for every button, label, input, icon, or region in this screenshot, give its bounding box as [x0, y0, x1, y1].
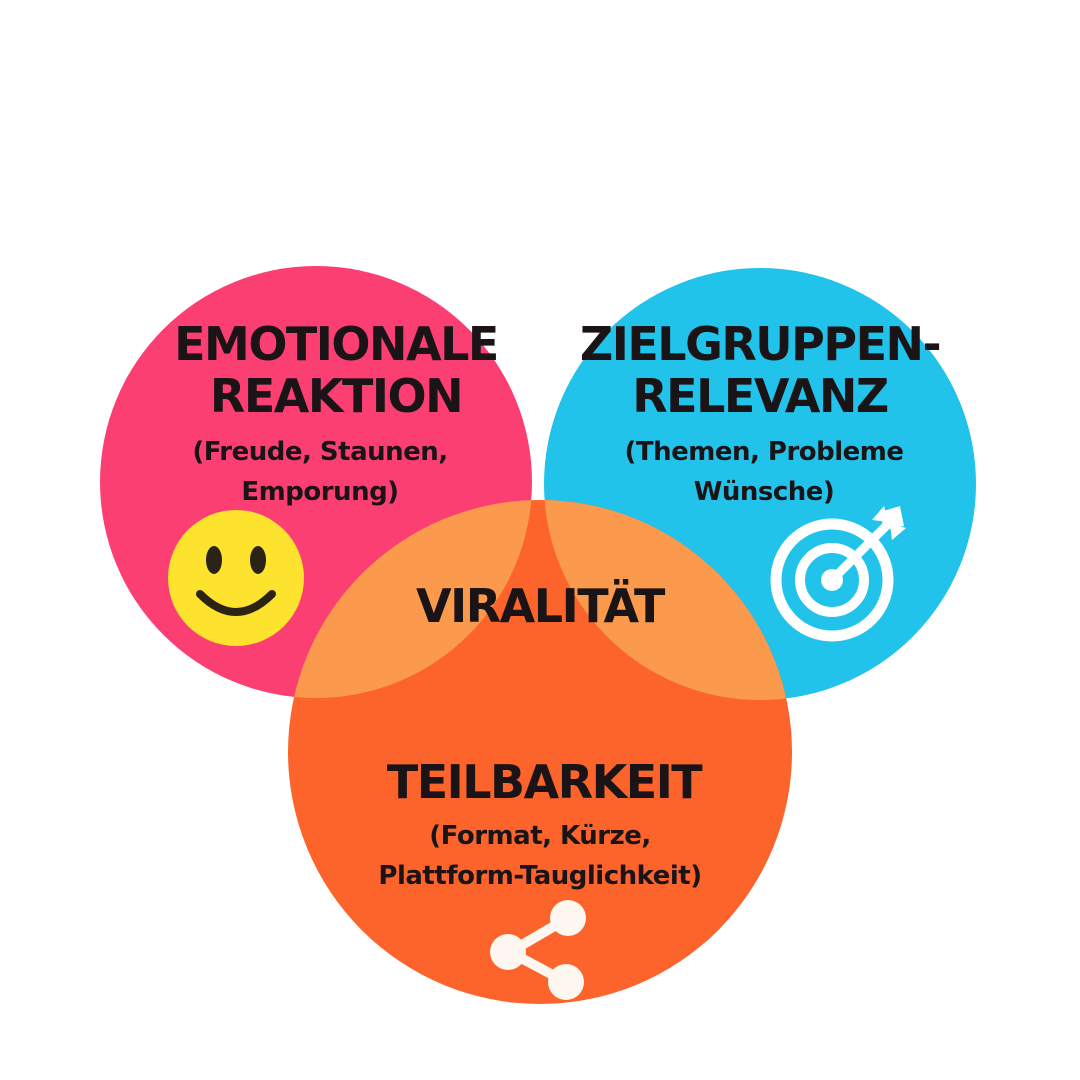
share-sub-line-2: Plattform-Tauglichkeit) — [378, 861, 701, 891]
emotion-sub-line-2: Emporung) — [241, 477, 398, 507]
audience-sub-line-1: (Themen, Probleme — [624, 437, 903, 467]
audience-share-overlap — [544, 500, 792, 700]
smiley-icon — [168, 510, 304, 646]
share-title: TEILBARKEIT — [387, 755, 703, 809]
emotion-sub-line-1: (Freude, Staunen, — [192, 437, 447, 467]
emotion-title-line-2: REAKTION — [210, 369, 462, 423]
target-icon — [770, 506, 906, 642]
share-icon — [490, 900, 586, 1000]
audience-title-line-1: ZIELGRUPPEN- — [580, 317, 940, 371]
emotion-title-line-1: EMOTIONALE — [174, 317, 498, 371]
audience-title-line-2: RELEVANZ — [632, 369, 888, 423]
audience-sub-line-2: Wünsche) — [694, 477, 835, 507]
center-label: VIRALITÄT — [416, 579, 666, 633]
emotion-share-overlap — [288, 500, 532, 698]
share-sub-line-1: (Format, Kürze, — [429, 821, 650, 851]
